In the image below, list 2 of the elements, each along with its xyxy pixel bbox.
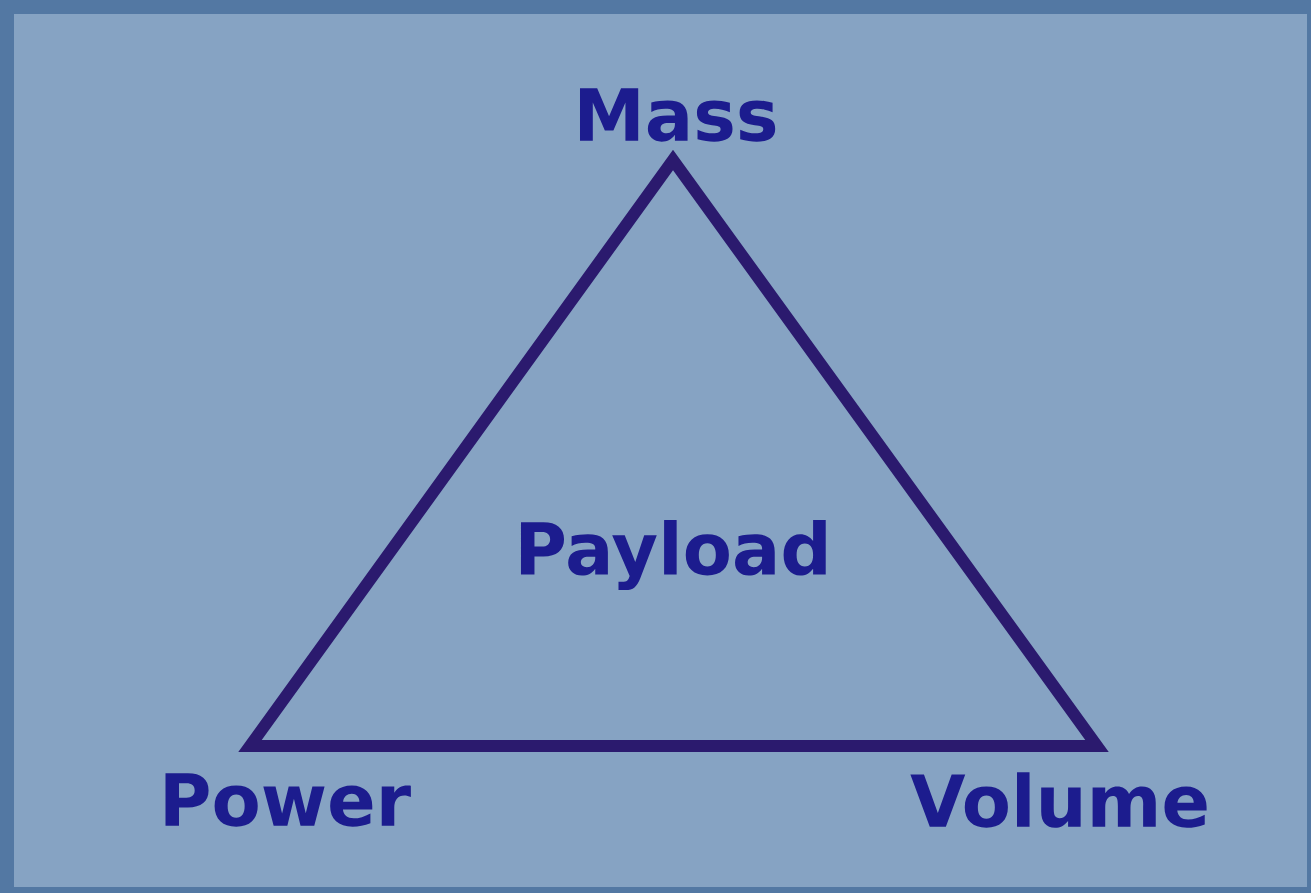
- vertex-label: Power: [165, 773, 411, 827]
- vertex-label: Volume: [910, 772, 1207, 828]
